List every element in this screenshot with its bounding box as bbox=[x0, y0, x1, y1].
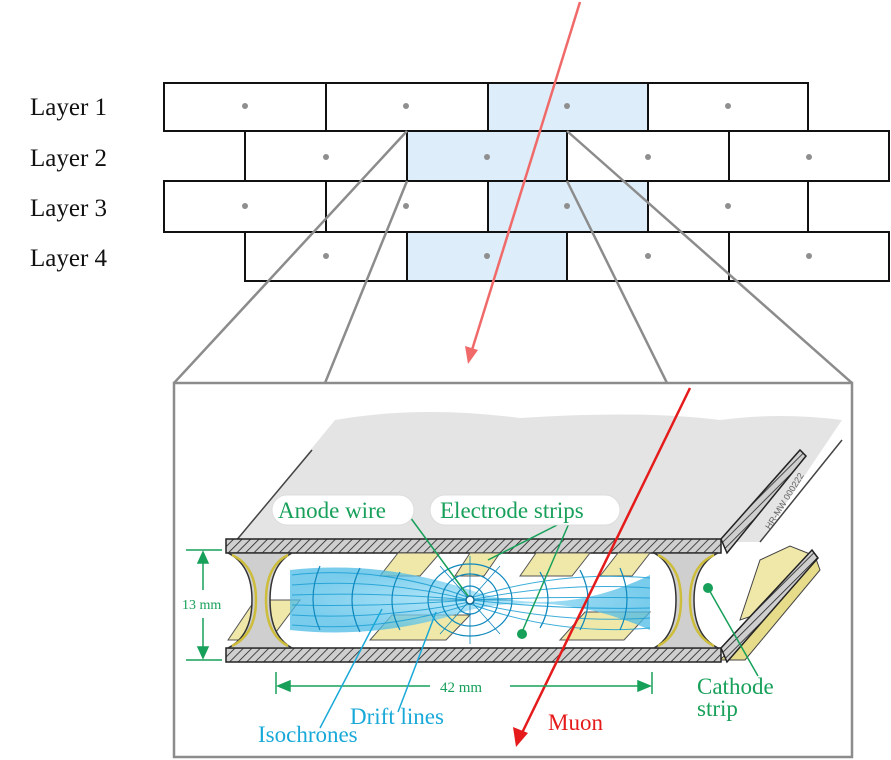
i-beam-walls bbox=[227, 552, 719, 649]
bottom-plate bbox=[225, 647, 722, 663]
drift-cell-hit bbox=[406, 231, 568, 282]
drift-lines-label: Drift lines bbox=[350, 704, 444, 729]
layer-row-1 bbox=[163, 82, 809, 132]
drift-field bbox=[290, 556, 651, 644]
layer-row-4 bbox=[244, 231, 890, 282]
drift-tube-cross-section: 13 mm 42 mm bbox=[182, 387, 843, 747]
layer-grid bbox=[163, 82, 890, 282]
layer-row-3 bbox=[163, 180, 809, 233]
muon-track-overview bbox=[465, 1, 582, 364]
layer-label-2: Layer 2 bbox=[30, 145, 107, 172]
electrode-strips-label: Electrode strips bbox=[440, 498, 584, 523]
layer-label-3: Layer 3 bbox=[30, 195, 107, 222]
width-label: 42 mm bbox=[440, 680, 482, 696]
height-label: 13 mm bbox=[182, 598, 221, 613]
electrode-strips-bubble bbox=[429, 494, 621, 526]
cathode-strip-label-line1: Cathode bbox=[697, 674, 774, 699]
layer-label-1: Layer 1 bbox=[30, 94, 107, 121]
electrode-strip-marker bbox=[517, 629, 527, 639]
cathode-strip-marker bbox=[703, 583, 713, 593]
anode-wire-bubble bbox=[271, 494, 415, 526]
anode-wire-point bbox=[465, 595, 475, 605]
layer-label-4: Layer 4 bbox=[30, 245, 108, 272]
muon-track-detail bbox=[513, 387, 692, 747]
height-dimension bbox=[186, 549, 222, 661]
magnifier-lines bbox=[173, 130, 853, 384]
i-beam-gold-edges bbox=[231, 553, 715, 648]
label-pointers bbox=[319, 516, 759, 729]
layer-row-2 bbox=[244, 130, 890, 182]
width-dimension bbox=[275, 672, 653, 694]
muon-label: Muon bbox=[548, 710, 603, 735]
layer-labels: Layer 1 Layer 2 Layer 3 Layer 4 bbox=[30, 94, 108, 272]
anode-wire-label: Anode wire bbox=[278, 498, 386, 523]
top-plate bbox=[225, 538, 722, 554]
isochrones-label: Isochrones bbox=[258, 722, 358, 747]
anode-wire-dots bbox=[242, 103, 812, 259]
drift-cell bbox=[728, 130, 890, 182]
cathode-strip-label-line2: strip bbox=[697, 696, 738, 721]
